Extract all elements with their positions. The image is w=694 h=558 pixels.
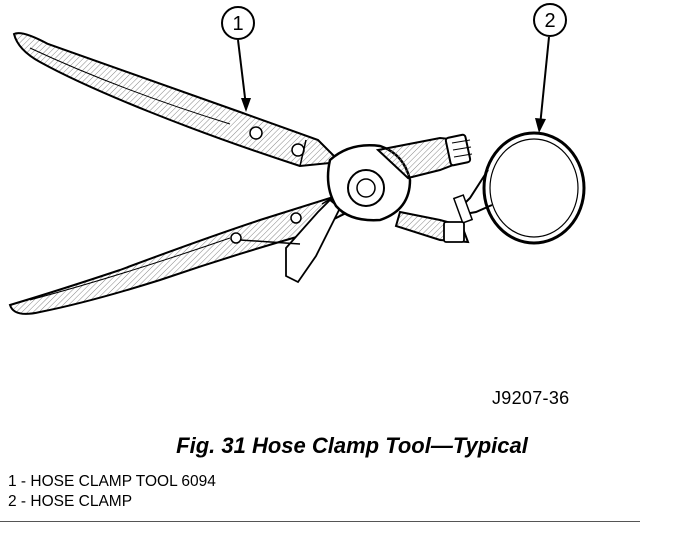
figure-caption: Fig. 31 Hose Clamp Tool—Typical bbox=[176, 433, 528, 458]
hose-clamp bbox=[452, 131, 586, 245]
legend-item-1: 1 - HOSE CLAMP TOOL 6094 bbox=[8, 473, 216, 490]
legend-item-2: 2 - HOSE CLAMP bbox=[8, 493, 133, 510]
callout-1: 1 bbox=[221, 6, 255, 112]
callout-1-number: 1 bbox=[232, 13, 243, 35]
divider-line bbox=[0, 521, 640, 522]
legend: 1 - HOSE CLAMP TOOL 6094 2 - HOSE CLAMP bbox=[8, 472, 216, 512]
hose-clamp-tool bbox=[8, 32, 473, 315]
figure-code: J9207-36 bbox=[492, 388, 570, 408]
callout-2: 2 bbox=[533, 3, 567, 133]
pliers-illustration: 1 2 bbox=[8, 3, 586, 315]
callout-2-number: 2 bbox=[544, 10, 555, 32]
